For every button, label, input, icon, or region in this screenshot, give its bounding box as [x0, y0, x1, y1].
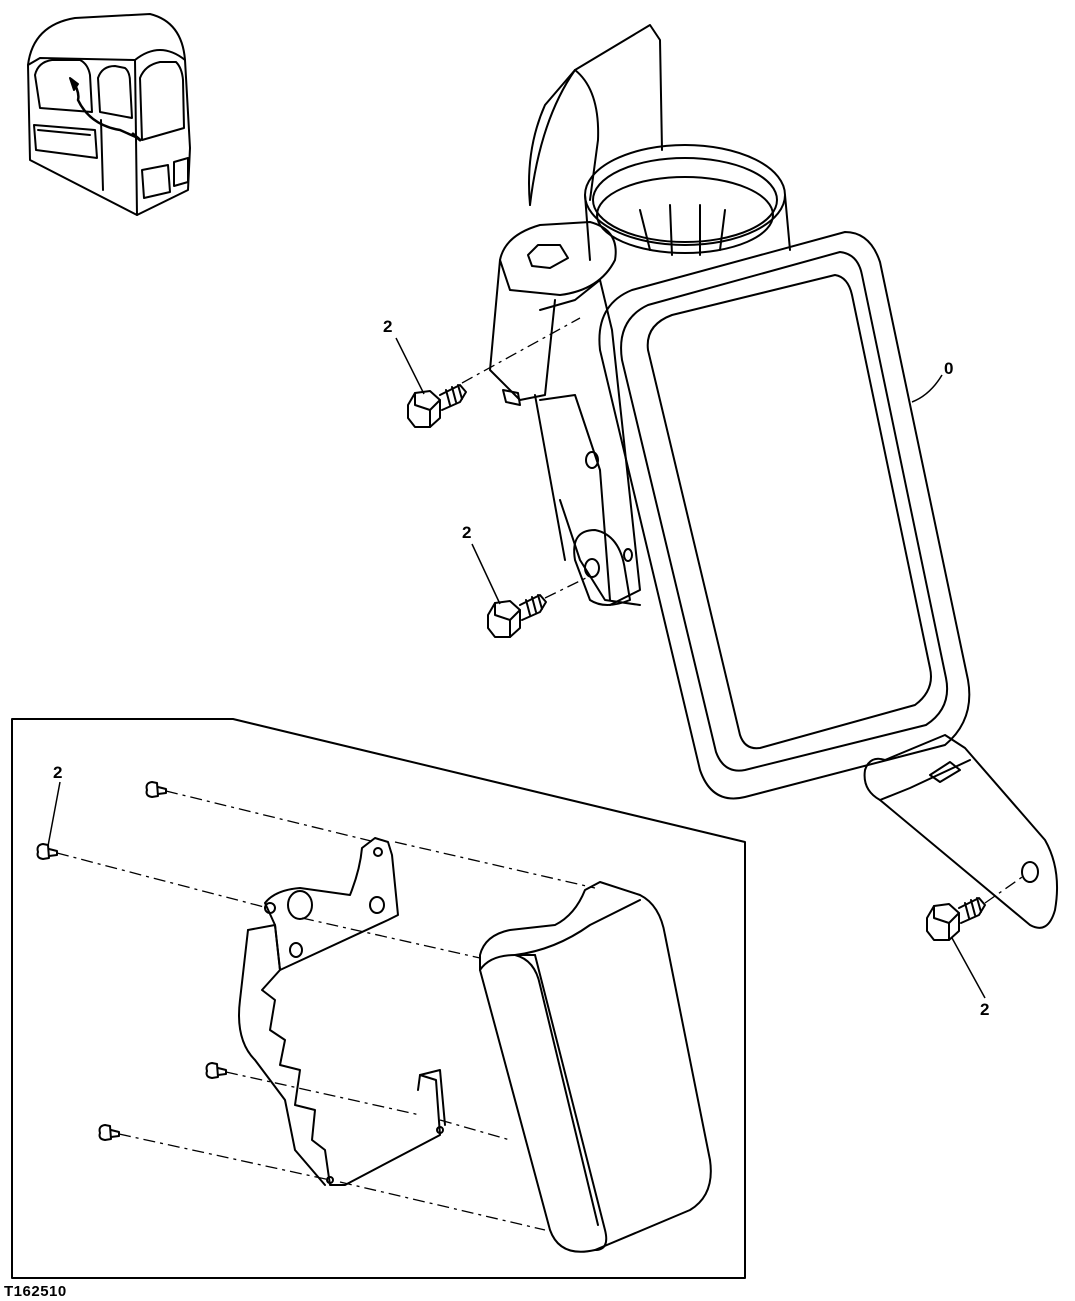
- assembly-lines: [56, 317, 1026, 1231]
- callout-bolt-upper: 2: [383, 317, 392, 336]
- bolt-upper: [407, 384, 467, 428]
- cab-locator-icon: [27, 13, 191, 216]
- bolt-middle: [487, 594, 547, 638]
- detail-inset-frame: [11, 718, 746, 1279]
- figure-id: T162510: [4, 1283, 67, 1300]
- callout-bolt-inset: 2: [53, 763, 62, 782]
- detail-mirror-cover: [479, 881, 712, 1253]
- leader-lines: [47, 337, 986, 999]
- callout-mirror: 0: [944, 359, 953, 378]
- callout-bolt-middle: 2: [462, 523, 471, 542]
- bolt-right: [926, 897, 986, 941]
- mirror-assembly: [489, 24, 1058, 929]
- detail-bracket-plate: [238, 837, 446, 1186]
- callout-bolt-right: 2: [980, 1000, 989, 1019]
- detail-screws: [36, 781, 227, 1141]
